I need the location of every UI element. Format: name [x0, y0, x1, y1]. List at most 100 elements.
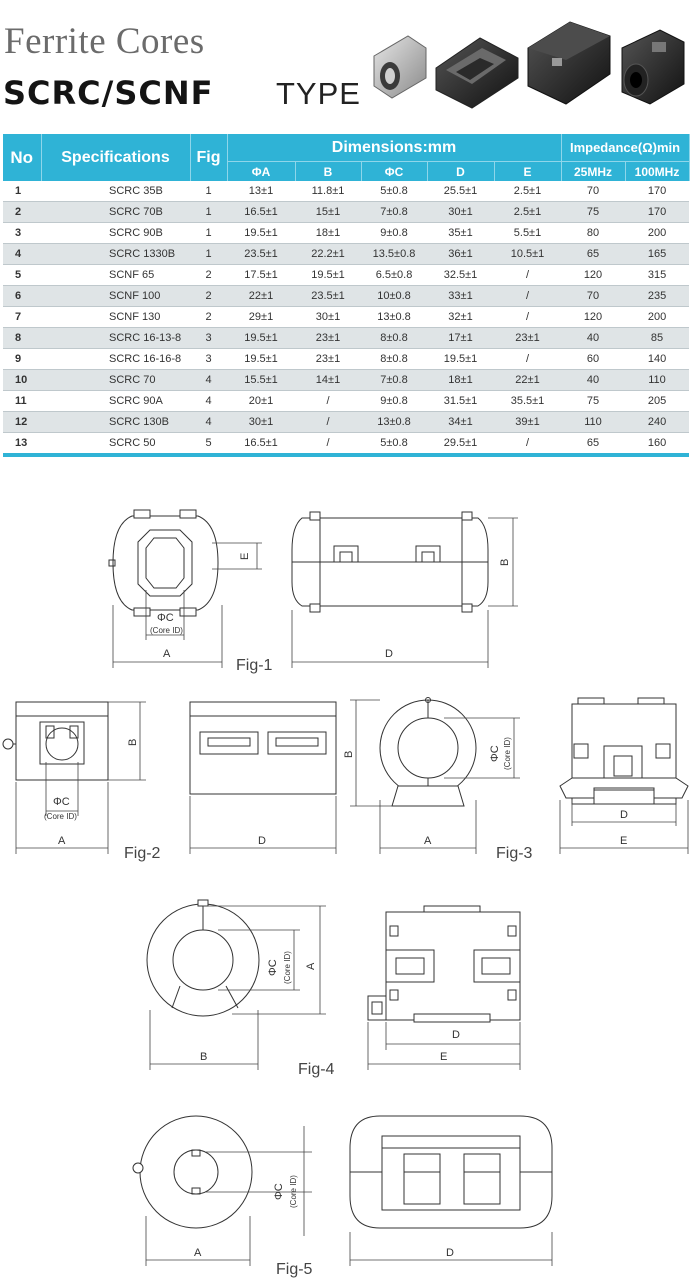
cell-no: 5 — [3, 264, 41, 286]
cell-dim-d: 36±1 — [427, 243, 494, 265]
cell-dim-b: 22.2±1 — [295, 243, 361, 265]
cell-dim-b: 23.5±1 — [295, 285, 361, 307]
fig5-front-view: ΦC (Core ID) A — [132, 1115, 312, 1266]
cell-no: 2 — [3, 201, 41, 223]
fig2-front-view: B ΦC (Core ID) A — [2, 701, 146, 854]
cell-spec: SCRC 16-13-8 — [41, 327, 190, 349]
cell-fig: 2 — [190, 264, 227, 286]
cell-impedance-100mhz: 315 — [625, 264, 690, 286]
cell-dim-b: 15±1 — [295, 201, 361, 223]
cell-dim-d: 29.5±1 — [427, 432, 494, 457]
cell-fig: 4 — [190, 411, 227, 433]
cell-fig: 1 — [190, 181, 227, 202]
cell-spec: SCNF 100 — [41, 285, 190, 307]
cell-impedance-25mhz: 40 — [561, 369, 625, 391]
cell-impedance-25mhz: 40 — [561, 327, 625, 349]
fig3-label-a: A — [424, 835, 432, 847]
fig3-label-coreid: (Core ID) — [503, 737, 512, 770]
fig4-label-d: D — [452, 1029, 460, 1041]
cell-dim-c: 13±0.8 — [361, 306, 427, 328]
col-header-100mhz: 100MHz — [625, 161, 690, 181]
cell-no: 13 — [3, 432, 41, 457]
cell-no: 4 — [3, 243, 41, 265]
cell-impedance-25mhz: 75 — [561, 390, 625, 412]
cell-spec: SCRC 130B — [41, 411, 190, 433]
fig3-label-e: E — [620, 835, 627, 847]
cell-no: 7 — [3, 306, 41, 328]
cell-spec: SCNF 65 — [41, 264, 190, 286]
cell-no: 6 — [3, 285, 41, 307]
fig3-side-view: D E — [559, 697, 689, 854]
cell-dim-e: / — [494, 264, 561, 286]
fig4-label-e: E — [440, 1051, 447, 1063]
cell-dim-c: 8±0.8 — [361, 348, 427, 370]
cell-spec: SCRC 35B — [41, 181, 190, 202]
cell-dim-b: 19.5±1 — [295, 264, 361, 286]
cell-dim-d: 33±1 — [427, 285, 494, 307]
fig1-side-view: B D — [291, 511, 518, 668]
cell-dim-a: 17.5±1 — [227, 264, 295, 286]
cell-fig: 1 — [190, 201, 227, 223]
cell-impedance-25mhz: 80 — [561, 222, 625, 244]
fig1-label-b: B — [499, 559, 511, 566]
cell-dim-e: 39±1 — [494, 411, 561, 433]
cell-dim-b: 11.8±1 — [295, 181, 361, 202]
fig1-label-coreid: (Core ID) — [150, 626, 183, 635]
fig3-caption: Fig-3 — [496, 845, 533, 862]
fig4-label-a: A — [305, 962, 317, 970]
fig1-label-d: D — [385, 648, 393, 660]
cell-impedance-100mhz: 200 — [625, 306, 690, 328]
col-header-dimensions: Dimensions:mm — [227, 134, 562, 162]
cell-impedance-100mhz: 235 — [625, 285, 690, 307]
cell-dim-b: / — [295, 390, 361, 412]
cell-impedance-100mhz: 200 — [625, 222, 690, 244]
cell-impedance-25mhz: 65 — [561, 243, 625, 265]
fig1-caption: Fig-1 — [236, 657, 273, 674]
cell-dim-e: 23±1 — [494, 327, 561, 349]
cell-fig: 5 — [190, 432, 227, 457]
cell-dim-a: 16.5±1 — [227, 201, 295, 223]
cell-no: 1 — [3, 181, 41, 202]
fig2-label-a: A — [58, 835, 66, 847]
cell-dim-d: 34±1 — [427, 411, 494, 433]
fig5-caption: Fig-5 — [276, 1261, 313, 1278]
fig1-label-e: E — [239, 553, 251, 560]
fig1-front-view: E ΦC (Core ID) A — [108, 509, 262, 668]
cell-impedance-100mhz: 170 — [625, 181, 690, 202]
cell-dim-a: 23.5±1 — [227, 243, 295, 265]
cell-dim-c: 5±0.8 — [361, 432, 427, 457]
core-photo-square — [527, 21, 611, 105]
fig5-label-coreid: (Core ID) — [289, 1175, 298, 1208]
fig3-label-b: B — [343, 751, 355, 758]
cell-dim-e: / — [494, 285, 561, 307]
cell-dim-a: 19.5±1 — [227, 348, 295, 370]
col-header-no: No — [3, 134, 42, 181]
fig1-label-a: A — [163, 648, 171, 660]
cell-dim-a: 22±1 — [227, 285, 295, 307]
cell-dim-a: 13±1 — [227, 181, 295, 202]
cell-spec: SCRC 1330B — [41, 243, 190, 265]
cell-spec: SCRC 70 — [41, 369, 190, 391]
cell-dim-c: 6.5±0.8 — [361, 264, 427, 286]
cell-no: 11 — [3, 390, 41, 412]
fig2-caption: Fig-2 — [124, 845, 161, 862]
cell-impedance-25mhz: 120 — [561, 264, 625, 286]
cell-dim-c: 13±0.8 — [361, 411, 427, 433]
fig4-label-b: B — [200, 1051, 207, 1063]
cell-dim-d: 25.5±1 — [427, 181, 494, 202]
cell-fig: 2 — [190, 306, 227, 328]
cell-no: 10 — [3, 369, 41, 391]
cell-dim-a: 30±1 — [227, 411, 295, 433]
fig2-label-b: B — [127, 739, 139, 746]
cell-dim-e: 5.5±1 — [494, 222, 561, 244]
cell-dim-b: 14±1 — [295, 369, 361, 391]
cell-dim-a: 20±1 — [227, 390, 295, 412]
